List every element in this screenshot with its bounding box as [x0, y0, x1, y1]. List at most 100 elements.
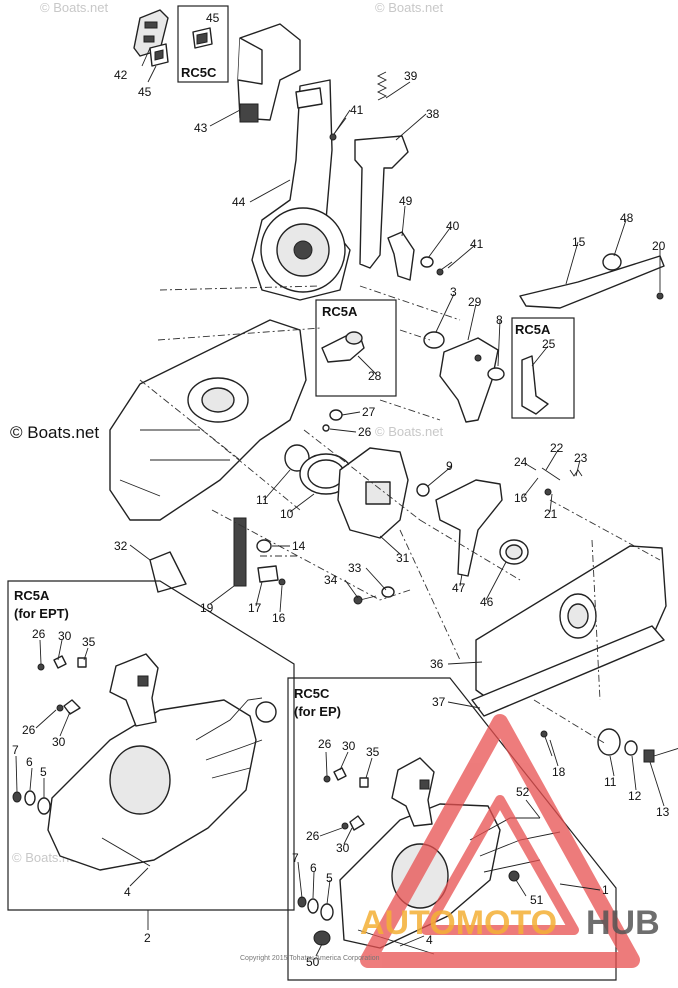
box-title-rc5a: RC5A [14, 588, 50, 603]
washer-11-right [597, 728, 621, 756]
brand-watermark-text: AUTOMOTO [360, 904, 557, 942]
part-number: 19 [200, 601, 214, 615]
washer-8 [487, 367, 505, 381]
cam-31 [337, 447, 409, 539]
part-number: 21 [544, 507, 558, 521]
variant-label-rc5a: RC5A [322, 304, 358, 319]
part-number: 4 [124, 885, 131, 899]
remote-control-rc5a [47, 653, 277, 871]
bolt-13 [643, 748, 678, 763]
watermark-faded: © Boats.net [375, 424, 444, 439]
part-number: 11 [604, 775, 617, 789]
washer-48 [602, 253, 622, 271]
screw-21 [544, 488, 552, 496]
watermark-main: © Boats.net [10, 423, 99, 442]
part-number: 14 [292, 539, 306, 553]
part-number: 42 [114, 68, 128, 82]
part-number: 37 [432, 695, 446, 709]
part-number: 35 [82, 635, 96, 649]
part-number: 30 [336, 841, 350, 855]
neutral-plate-29 [439, 337, 499, 423]
part-number: 6 [26, 755, 33, 769]
plug-14 [256, 539, 272, 553]
part-number: 24 [514, 455, 528, 469]
rc5c-small-parts [297, 767, 520, 955]
bush-46 [499, 539, 529, 565]
part-number: 7 [292, 851, 299, 865]
part-number: 26 [358, 425, 372, 439]
spring-22-23 [541, 467, 583, 481]
part-number: 18 [552, 765, 566, 779]
box-subtitle-rc5c: (for EP) [294, 704, 341, 719]
handle-grip-cover-42 [133, 9, 169, 57]
part-number: 12 [628, 789, 642, 803]
box-subtitle-rc5a: (for EPT) [14, 606, 69, 621]
side-cover-36 [475, 545, 667, 701]
clip-45-top [192, 27, 213, 49]
part-number: 44 [232, 195, 246, 209]
washer-27 [329, 409, 343, 421]
variant-label-rc5a: RC5A [515, 322, 551, 337]
part-number: 28 [368, 369, 382, 383]
part-number: 52 [516, 785, 530, 799]
part-number: 7 [12, 743, 19, 757]
assembly-line [139, 285, 661, 745]
screw-16 [278, 578, 286, 586]
part-number: 26 [306, 829, 320, 843]
part-number: 38 [426, 107, 440, 121]
lever-stopper-38 [354, 135, 409, 269]
neutral-release-28 [321, 331, 365, 363]
brand-watermark-text: HUB [586, 904, 660, 942]
variant-label-rc5c: RC5C [181, 65, 217, 80]
part-number: 13 [656, 805, 670, 819]
part-number: 30 [342, 739, 356, 753]
part-number: 26 [32, 627, 46, 641]
bracket-17 [257, 565, 279, 583]
part-number: 48 [620, 211, 634, 225]
screw-20 [656, 256, 664, 300]
part-number: 23 [574, 451, 588, 465]
copyright-text: Copyright 2015 Tohatsu America Corporati… [240, 955, 380, 962]
part-number: 16 [272, 611, 286, 625]
part-number: 29 [468, 295, 482, 309]
part-number: 33 [348, 561, 362, 575]
watermark-faded: © Boats.net [40, 0, 109, 15]
part-number: 51 [530, 893, 544, 907]
part-number: 41 [350, 103, 364, 117]
box-title-rc5c: RC5C [294, 686, 330, 701]
part-number: 45 [138, 85, 152, 99]
part-number: 30 [58, 629, 72, 643]
part-number: 4 [426, 933, 433, 947]
part-number: 30 [52, 735, 66, 749]
part-number: 3 [450, 285, 457, 299]
rc5a-ept-box [7, 580, 295, 911]
part-number: 50 [306, 955, 320, 969]
part-number: 31 [396, 551, 410, 565]
collar-9 [416, 483, 430, 497]
part-number: 5 [40, 765, 47, 779]
part-number: 26 [22, 723, 36, 737]
rc5a-mid-box [315, 299, 397, 397]
control-housing [109, 319, 307, 521]
washer-12 [624, 740, 638, 756]
clip-45 [149, 43, 169, 67]
plate-49 [387, 231, 415, 281]
part-number: 36 [430, 657, 444, 671]
part-number: 9 [446, 459, 453, 473]
part-number: 49 [399, 194, 413, 208]
part-number: 46 [480, 595, 494, 609]
spacer-37 [471, 625, 665, 717]
part-number: 2 [144, 931, 151, 945]
switch-25 [521, 355, 549, 415]
part-number: 15 [572, 235, 586, 249]
part-number: 5 [326, 871, 333, 885]
part-number: 20 [652, 239, 666, 253]
part-number: 26 [318, 737, 332, 751]
part-number: 34 [324, 573, 338, 587]
screw-41 [436, 261, 453, 276]
part-number: 32 [114, 539, 128, 553]
watermark-faded: © Boats.net [375, 0, 444, 15]
control-lever-44 [251, 79, 351, 301]
link-47 [435, 479, 503, 577]
